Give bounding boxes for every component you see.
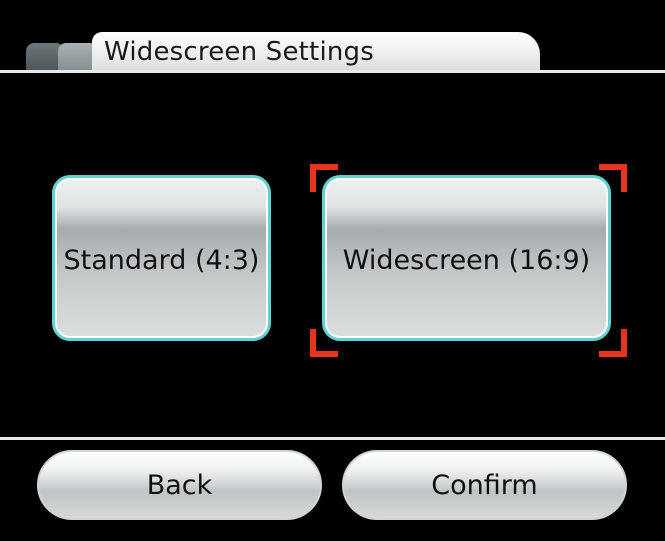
title-tab: Widescreen Settings [92, 32, 540, 71]
option-standard-button[interactable]: Standard (4:3) [52, 175, 271, 341]
option-widescreen-label: Widescreen (16:9) [342, 244, 591, 276]
header-divider [0, 70, 665, 73]
back-button-label: Back [146, 469, 213, 501]
header: Widescreen Settings [0, 0, 665, 76]
previous-tab-stub-2 [58, 43, 98, 71]
selection-bracket-top-left [310, 164, 338, 192]
option-widescreen-button[interactable]: Widescreen (16:9) [322, 175, 611, 341]
confirm-button[interactable]: Confirm [342, 450, 627, 520]
page-title: Widescreen Settings [104, 36, 374, 67]
confirm-button-label: Confirm [431, 469, 538, 501]
back-button[interactable]: Back [37, 450, 322, 520]
footer-divider [0, 437, 665, 440]
selection-bracket-top-right [599, 164, 627, 192]
selection-bracket-bottom-right [599, 329, 627, 357]
previous-tab-stub [26, 43, 64, 71]
option-standard-label: Standard (4:3) [63, 244, 260, 276]
selection-bracket-bottom-left [310, 329, 338, 357]
